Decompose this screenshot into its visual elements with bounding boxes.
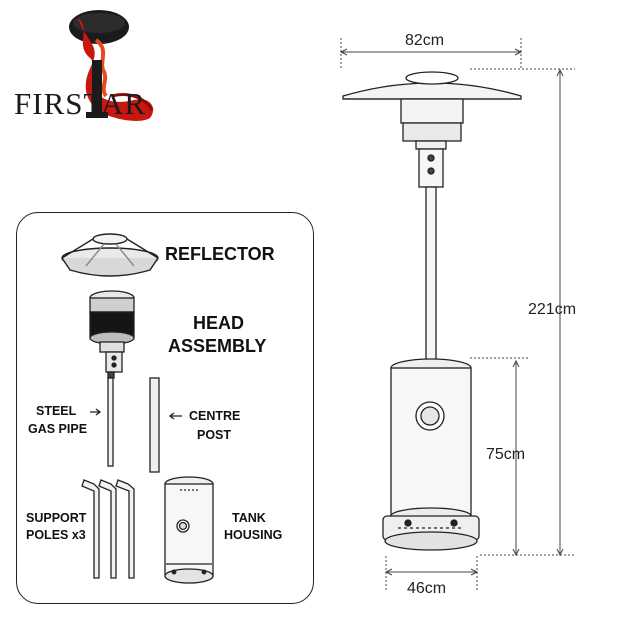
label-steel: STEEL (36, 404, 77, 418)
dimension-height-base: 75cm (486, 446, 526, 463)
heater-pole (425, 186, 437, 363)
brand-name: FIRSTAR (14, 86, 146, 121)
support-poles-drawing (81, 479, 135, 579)
label-gas-pipe: GAS PIPE (28, 422, 88, 436)
dimension-lines (339, 38, 575, 590)
heater-tank (382, 358, 480, 551)
dimension-width-base: 46cm (407, 580, 447, 597)
label-tank: TANK (232, 511, 266, 525)
label-poles: POLES x3 (26, 528, 86, 542)
tank-housing-drawing (164, 476, 214, 584)
label-reflector: REFLECTOR (165, 244, 275, 264)
label-centre: CENTRE (189, 409, 241, 423)
label-post: POST (197, 428, 232, 442)
steel-gas-pipe-drawing (90, 377, 114, 467)
label-housing: HOUSING (224, 528, 283, 542)
label-support: SUPPORT (26, 511, 87, 525)
dimension-height-total: 221cm (528, 301, 577, 318)
dimension-width-top: 82cm (405, 32, 445, 49)
centre-post-drawing (149, 377, 182, 473)
reflector-drawing (61, 233, 159, 277)
heater-head (400, 98, 464, 188)
label-head: HEAD (193, 313, 245, 333)
label-assembly: ASSEMBLY (168, 336, 267, 356)
parts-panel (16, 212, 314, 604)
heater-reflector (342, 71, 522, 100)
head-assembly-drawing (89, 290, 135, 379)
